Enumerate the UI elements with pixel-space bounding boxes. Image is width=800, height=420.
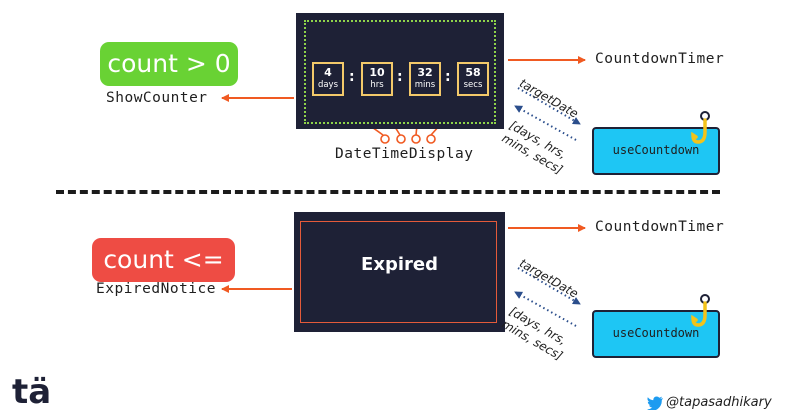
minutes-tile: 32 mins <box>409 62 441 96</box>
countdowntimer-label-bottom: CountdownTimer <box>595 219 725 235</box>
days-tile: 4 days <box>312 62 344 96</box>
countdowntimer-label-top: CountdownTimer <box>595 51 725 67</box>
twitter-bird-icon <box>647 396 663 410</box>
section-divider <box>56 190 720 194</box>
datetimedisplay-label: DateTimeDisplay <box>335 146 474 162</box>
count-positive-badge: count > 0 <box>100 42 238 86</box>
seconds-unit: secs <box>463 80 483 90</box>
twitter-handle[interactable]: @tapasadhikary <box>666 395 772 410</box>
days-value: 4 <box>324 66 332 79</box>
hours-value: 10 <box>369 66 385 79</box>
expired-notice-display: Expired <box>294 212 505 332</box>
flow-targetdate-bottom <box>517 267 581 305</box>
usecountdown-hook-top: useCountdown <box>592 127 720 175</box>
hook-icon <box>691 111 710 144</box>
usecountdown-label: useCountdown <box>612 326 700 340</box>
hook-icon <box>691 294 710 327</box>
hours-tile: 10 hrs <box>361 62 393 96</box>
tapas-logo: tä <box>12 372 51 412</box>
expired-frame <box>300 221 497 323</box>
flow-targetdate-top <box>517 87 581 125</box>
datetime-display-frame <box>304 20 496 124</box>
minutes-unit: mins <box>414 80 436 90</box>
expirednotice-label: ExpiredNotice <box>96 281 216 297</box>
logo-text: tä <box>12 372 52 412</box>
expired-text: Expired <box>361 254 438 275</box>
separator: : <box>397 69 403 85</box>
seconds-tile: 58 secs <box>457 62 489 96</box>
seconds-value: 58 <box>465 66 481 79</box>
days-unit: days <box>317 80 339 90</box>
separator: : <box>349 69 355 85</box>
minutes-value: 32 <box>417 66 433 79</box>
usecountdown-hook-bottom: useCountdown <box>592 310 720 358</box>
hours-unit: hrs <box>370 80 384 90</box>
showcounter-label: ShowCounter <box>106 90 208 106</box>
count-zero-badge: count <= 0 <box>92 238 235 318</box>
countdown-timer-display: 4 days : 10 hrs : 32 mins : 58 secs <box>296 13 504 129</box>
separator: : <box>445 69 451 85</box>
usecountdown-label: useCountdown <box>612 143 700 157</box>
